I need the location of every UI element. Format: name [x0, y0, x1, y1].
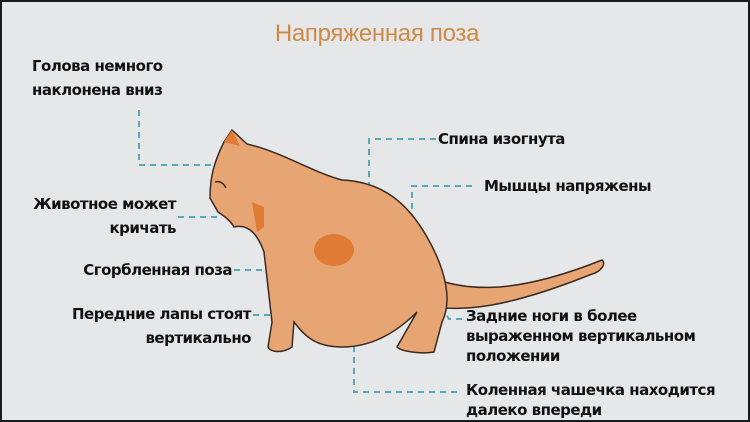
label-kneecap: Коленная чашечка находится далеко вперед… [466, 381, 716, 419]
label-muscles: Мышцы напряжены [484, 177, 652, 195]
label-hunched: Сгорбленная поза [83, 261, 232, 279]
cat-tail [396, 255, 605, 310]
cat-eye [214, 180, 227, 189]
label-hind-legs: Задние ноги в более выраженном вертикаль… [466, 307, 696, 365]
label-back: Спина изогнута [438, 130, 565, 148]
cat-shoulder-patch [314, 234, 354, 266]
label-head: Голова немного наклонена вниз [32, 57, 163, 99]
label-scream: Животное может кричать [33, 195, 176, 237]
label-front-paws: Передние лапы стоят вертикально [72, 305, 252, 347]
cat-ear [224, 130, 240, 146]
cat-cheek-patch [252, 202, 264, 232]
page-title: Напряженная поза [274, 20, 480, 47]
